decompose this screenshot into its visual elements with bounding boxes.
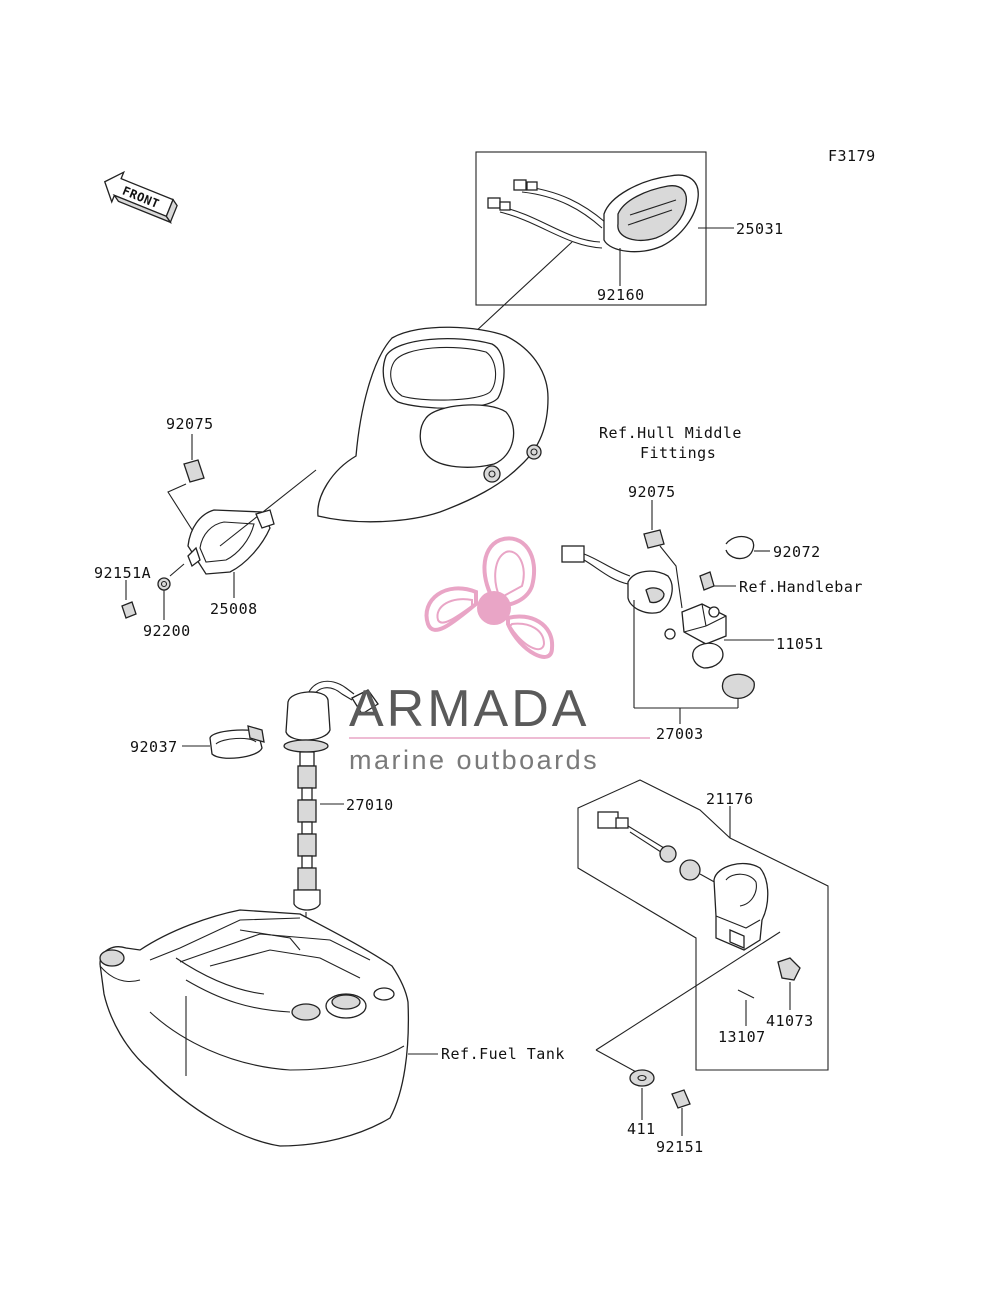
- front-arrow-icon: FRONT: [103, 170, 178, 224]
- pad-92075-right: [643, 529, 665, 549]
- sender-head: [285, 691, 331, 741]
- part-label-92075-left: 92075: [166, 415, 214, 433]
- washer-411: [629, 1069, 655, 1087]
- part-label-41073: 41073: [766, 1012, 814, 1030]
- knob-27003: [721, 673, 755, 699]
- part-label-27003: 27003: [656, 725, 704, 743]
- figure-code: F3179: [828, 147, 876, 165]
- part-label-13107: 13107: [718, 1028, 766, 1046]
- sensor-connector: [597, 811, 619, 829]
- switch-opening: [419, 404, 515, 468]
- clip-41073: [777, 957, 801, 981]
- part-label-92075-right: 92075: [628, 483, 676, 501]
- sensor-grommet: [679, 859, 701, 881]
- propeller-hub: [477, 591, 511, 625]
- ref-hull-line2: Fittings: [640, 444, 716, 462]
- part-label-92151: 92151: [656, 1138, 704, 1156]
- part-label-92151a: 92151A: [94, 564, 151, 582]
- switch-connector: [561, 545, 585, 563]
- part-label-25008: 25008: [210, 600, 258, 618]
- part-label-25031: 25031: [736, 220, 784, 238]
- sender-float: [297, 765, 317, 789]
- switch-group: [561, 500, 774, 724]
- part-label-21176: 21176: [706, 790, 754, 808]
- watermark-subtitle: marine outboards: [349, 745, 599, 775]
- switch-11051: [681, 603, 727, 645]
- meter-wire: [519, 185, 606, 223]
- watermark-logo: ARMADA marine outboards: [349, 536, 650, 775]
- sender-connector: [351, 689, 379, 715]
- part-label-11051: 11051: [776, 635, 824, 653]
- clamp-92037: [209, 729, 263, 759]
- fuel-tank: [99, 909, 438, 1147]
- part-label-92072: 92072: [773, 543, 821, 561]
- part-label-92160: 92160: [597, 286, 645, 304]
- part-label-92200: 92200: [143, 622, 191, 640]
- ref-hull-line1: Ref.Hull Middle: [599, 424, 742, 442]
- bracket-25008: [187, 509, 271, 575]
- leader-bracket-to-hull: [219, 469, 317, 547]
- watermark-title: ARMADA: [349, 680, 589, 738]
- meter-bracket-group: [121, 434, 317, 620]
- tank-sender-port: [291, 1003, 321, 1021]
- fuel-sender-group: [182, 680, 379, 1006]
- sensor-housing: [713, 863, 769, 951]
- tank-neck: [99, 949, 125, 967]
- pin-13107: [737, 989, 755, 999]
- ref-fuel-tank: Ref.Fuel Tank: [441, 1045, 565, 1063]
- bolt-92151a: [121, 601, 137, 619]
- part-label-92037: 92037: [130, 738, 178, 756]
- bolt-92151: [671, 1089, 691, 1109]
- part-label-411: 411: [627, 1120, 656, 1138]
- washer-92200: [157, 577, 171, 591]
- bolt-handlebar: [699, 571, 715, 591]
- meter-opening: [382, 337, 505, 409]
- hull-cowl: [317, 326, 549, 523]
- meter-connector: [513, 179, 527, 191]
- pad-92075-left: [183, 459, 205, 483]
- sensor-assembly-box: [577, 779, 829, 1071]
- sensor-group: [577, 779, 829, 1136]
- part-label-27010: 27010: [346, 796, 394, 814]
- ref-handlebar: Ref.Handlebar: [739, 578, 863, 596]
- meter-assembly-group: [475, 151, 734, 306]
- clip-92072: [725, 535, 755, 560]
- propeller-icon: [424, 536, 555, 659]
